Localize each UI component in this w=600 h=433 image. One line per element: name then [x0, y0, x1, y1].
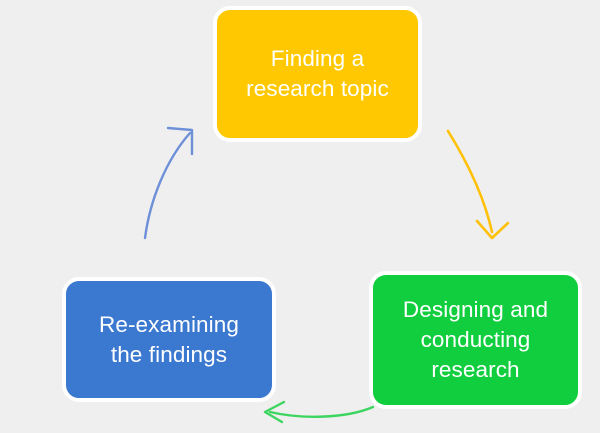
- arrow-research-to-findings-shaft: [268, 405, 375, 418]
- node-finding-topic-label: Finding a research topic: [246, 46, 389, 101]
- arrow-research-to-findings-head: [263, 400, 286, 424]
- arrow-topic-to-research: [446, 129, 510, 240]
- node-finding-topic[interactable]: Finding a research topic: [213, 6, 422, 142]
- arrow-research-to-findings: [263, 400, 375, 424]
- arrow-findings-to-topic: [143, 126, 194, 240]
- node-designing-research-label: Designing and conducting research: [402, 297, 549, 382]
- node-designing-research[interactable]: Designing and conducting research: [369, 271, 582, 409]
- arrow-topic-to-research-head: [475, 219, 510, 240]
- arrow-topic-to-research-shaft: [446, 129, 494, 234]
- arrow-findings-to-topic-head: [166, 126, 194, 156]
- node-reexamining-findings[interactable]: Re-examining the findings: [62, 277, 276, 402]
- arrow-findings-to-topic-shaft: [143, 131, 192, 240]
- node-reexamining-findings-label: Re-examining the findings: [98, 311, 239, 367]
